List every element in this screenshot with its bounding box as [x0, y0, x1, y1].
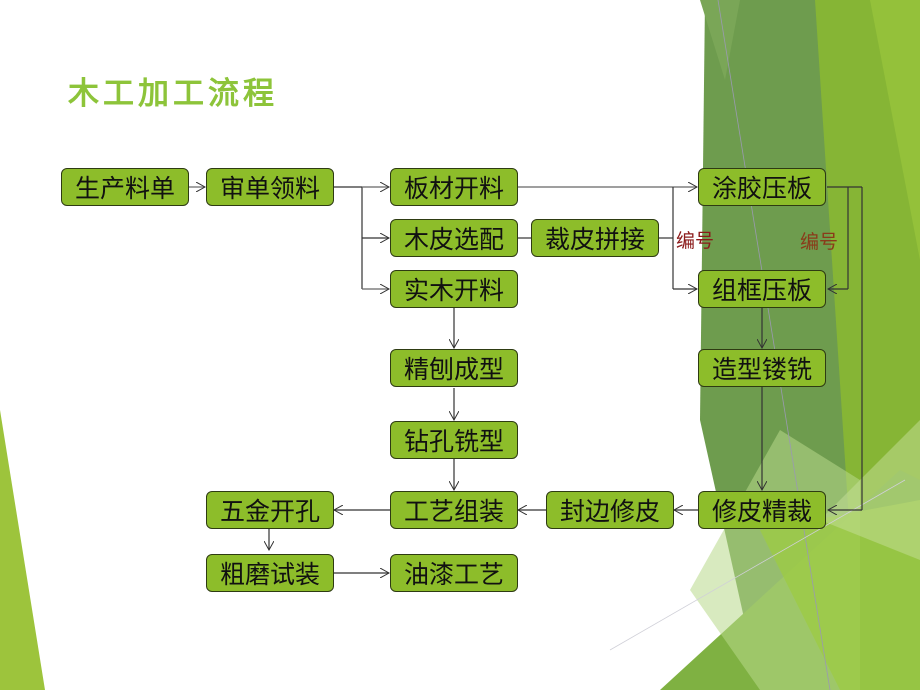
node-assembly[interactable]: 工艺组装 — [390, 491, 518, 529]
node-carving-milling[interactable]: 造型镂铣 — [698, 349, 826, 387]
node-solid-wood-cutting[interactable]: 实木开料 — [390, 270, 518, 308]
node-veneer-selection[interactable]: 木皮选配 — [390, 219, 518, 257]
slide-title: 木工加工流程 — [68, 76, 278, 112]
node-review-requisition[interactable]: 审单领料 — [206, 168, 334, 206]
node-edge-banding[interactable]: 封边修皮 — [546, 491, 674, 529]
node-planing-shaping[interactable]: 精刨成型 — [390, 349, 518, 387]
node-glue-pressing[interactable]: 涂胶压板 — [698, 168, 826, 206]
edge-label-numbering: 编号 — [800, 231, 839, 253]
node-painting[interactable]: 油漆工艺 — [390, 554, 518, 592]
node-frame-pressing[interactable]: 组框压板 — [698, 270, 826, 308]
node-production-order[interactable]: 生产料单 — [61, 168, 189, 206]
node-panel-cutting[interactable]: 板材开料 — [390, 168, 518, 206]
node-trim-precision-cut[interactable]: 修皮精裁 — [698, 491, 826, 529]
edge-label-numbering: 编号 — [676, 230, 715, 252]
node-hardware-drilling[interactable]: 五金开孔 — [206, 491, 334, 529]
node-veneer-splicing[interactable]: 裁皮拼接 — [531, 219, 659, 257]
node-drilling-milling[interactable]: 钻孔铣型 — [390, 421, 518, 459]
node-sanding-fitting[interactable]: 粗磨试装 — [206, 554, 334, 592]
